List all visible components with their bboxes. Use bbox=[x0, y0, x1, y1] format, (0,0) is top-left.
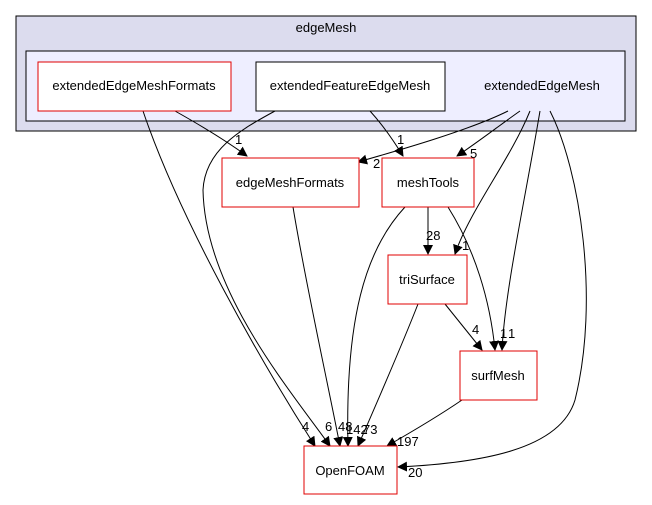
edge-eemf-openfoam bbox=[142, 110, 316, 447]
edge-label[interactable]: 48 bbox=[338, 419, 352, 434]
edge-label[interactable]: 5 bbox=[470, 146, 477, 161]
node-meshtools-label: meshTools bbox=[397, 175, 460, 190]
edge-label[interactable]: 142 bbox=[346, 422, 368, 437]
node-trisurface[interactable]: triSurface bbox=[387, 254, 468, 305]
edges bbox=[142, 110, 587, 472]
edge-label[interactable]: 197 bbox=[397, 434, 419, 449]
node-extendedfeatureedgemesh[interactable]: extendedFeatureEdgeMesh bbox=[255, 61, 446, 112]
edge-surfmesh-openfoam bbox=[386, 399, 463, 447]
edge-label[interactable]: 1 bbox=[397, 132, 404, 147]
node-openfoam-label: OpenFOAM bbox=[315, 463, 384, 478]
node-extendededgemeshformats-label: extendedEdgeMeshFormats bbox=[52, 78, 216, 93]
edge-label[interactable]: 20 bbox=[408, 465, 422, 480]
edge-label[interactable]: 73 bbox=[363, 422, 377, 437]
node-surfmesh[interactable]: surfMesh bbox=[459, 350, 538, 401]
edge-efem-openfoam bbox=[202, 110, 331, 447]
edge-label[interactable]: 1 bbox=[235, 132, 242, 147]
edge-eem-meshtools bbox=[456, 110, 521, 157]
edge-label[interactable]: 4 bbox=[302, 419, 309, 434]
edge-label[interactable]: 6 bbox=[325, 419, 332, 434]
edge-label[interactable]: 4 bbox=[472, 322, 479, 337]
node-meshtools[interactable]: meshTools bbox=[381, 157, 475, 208]
edge-label[interactable]: 1 bbox=[500, 326, 507, 341]
edge-trisurface-openfoam bbox=[357, 303, 419, 447]
edge-meshtools-openfoam bbox=[342, 206, 406, 447]
edge-edgemeshformats-openfoam bbox=[292, 206, 344, 447]
node-edgemeshformats[interactable]: edgeMeshFormats bbox=[221, 157, 360, 208]
edge-label[interactable]: 1 bbox=[462, 238, 469, 253]
cluster-extendededgemesh-label: extendedEdgeMesh bbox=[484, 78, 600, 93]
node-extendededgemeshformats[interactable]: extendedEdgeMeshFormats bbox=[37, 61, 232, 112]
edge-eem-openfoam bbox=[397, 110, 587, 472]
node-edgemeshformats-label: edgeMeshFormats bbox=[236, 175, 345, 190]
edge-trisurface-surfmesh bbox=[444, 303, 483, 351]
edge-meshtools-surfmesh bbox=[447, 206, 500, 351]
edge-label[interactable]: 2 bbox=[373, 156, 380, 171]
edge-labels: 1 1 2 5 1 28 4 1 1 4 6 48 142 73 197 20 bbox=[235, 132, 515, 480]
node-openfoam[interactable]: OpenFOAM bbox=[303, 445, 398, 495]
node-surfmesh-label: surfMesh bbox=[471, 368, 524, 383]
edge-label[interactable]: 28 bbox=[426, 228, 440, 243]
edge-eem-surfmesh bbox=[497, 110, 541, 351]
edge-eem-trisurface bbox=[453, 110, 531, 255]
edge-label[interactable]: 1 bbox=[508, 326, 515, 341]
edge-eemf-edgemeshformats bbox=[174, 110, 248, 157]
node-extendedfeatureedgemesh-label: extendedFeatureEdgeMesh bbox=[270, 78, 430, 93]
edge-efem-meshtools bbox=[369, 110, 404, 157]
cluster-edgemesh-label: edgeMesh bbox=[296, 20, 357, 35]
node-trisurface-label: triSurface bbox=[399, 272, 455, 287]
edge-eem-edgemeshformats bbox=[357, 110, 509, 165]
